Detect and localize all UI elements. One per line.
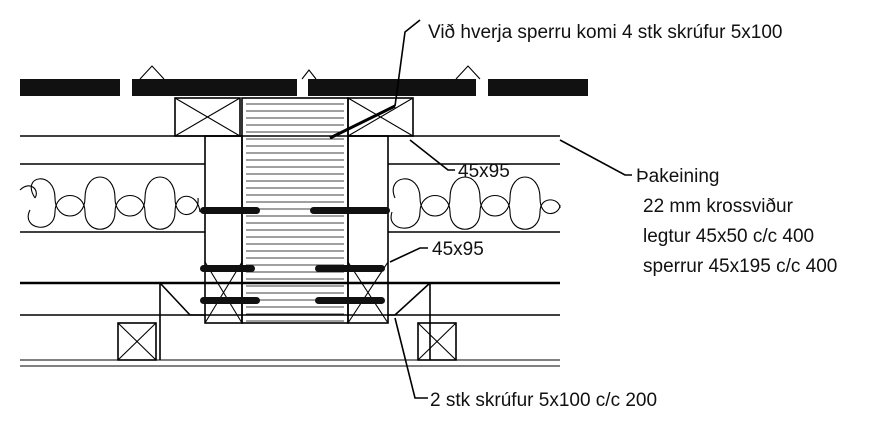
callout-bottom-screws: 2 stk skrúfur 5x100 c/c 200 — [430, 390, 657, 411]
roof-covering — [20, 65, 588, 96]
roof-build-up-label: Þakeining 22 mm krossviður legtur 45x50 … — [636, 166, 837, 277]
lower-blocks — [117, 322, 457, 361]
build-up-line-1: 22 mm krossviður — [643, 196, 794, 217]
callout-member-lower: 45x95 — [432, 239, 484, 260]
insulation-left — [19, 176, 201, 230]
build-up-line-3: sperrur 45x195 c/c 400 — [643, 256, 837, 277]
central-rafter — [241, 97, 349, 324]
leader-lines — [389, 19, 632, 399]
insulation-right — [390, 176, 561, 230]
build-up-heading: Þakeining — [636, 166, 719, 187]
lower-bracket — [159, 282, 431, 360]
layer-lines — [20, 135, 560, 367]
screws — [200, 104, 396, 304]
build-up-line-2: legtur 45x50 c/c 400 — [643, 226, 814, 247]
side-members — [204, 135, 389, 324]
callout-top-screws: Við hverja sperru komi 4 stk skrúfur 5x1… — [428, 22, 782, 43]
callout-member-upper: 45x95 — [458, 161, 510, 182]
